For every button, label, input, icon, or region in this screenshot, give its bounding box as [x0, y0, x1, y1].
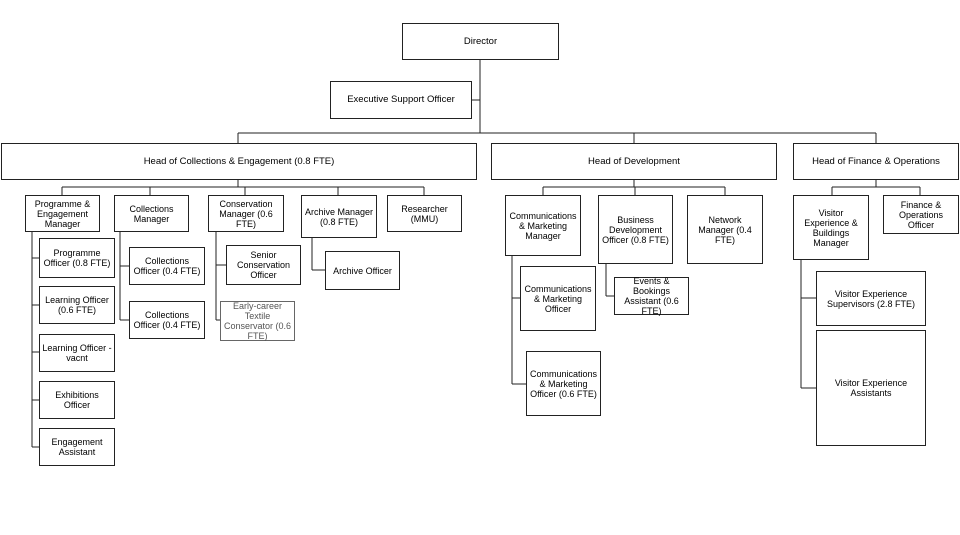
- senior-conservation-officer-label: Senior Conservation Officer: [236, 250, 291, 280]
- collections-officer-1-box: Collections Officer (0.4 FTE): [129, 247, 205, 285]
- senior-conservation-officer-box: Senior Conservation Officer: [226, 245, 301, 285]
- head-development-box: Head of Development: [491, 143, 777, 180]
- visitor-assistants-box: Visitor Experience Assistants: [816, 330, 926, 446]
- finance-officer-label: Finance & Operations Officer: [898, 199, 944, 230]
- comms-officer-part-label: Communications & Marketing Officer (0.6 …: [529, 368, 598, 399]
- learning-officer-vacant-box: Learning Officer - vacnt: [39, 334, 115, 372]
- head-finance-box: Head of Finance & Operations: [793, 143, 959, 180]
- head-finance-label: Head of Finance & Operations: [812, 155, 940, 167]
- comms-officer-label: Communications & Marketing Officer: [524, 283, 592, 314]
- visitor-supervisors-box: Visitor Experience Supervisors (2.8 FTE): [816, 271, 926, 326]
- network-manager-box: Network Manager (0.4 FTE): [687, 195, 763, 264]
- executive-support-box: Executive Support Officer: [330, 81, 472, 119]
- engagement-assistant-label: Engagement Assistant: [51, 437, 103, 457]
- learning-officer-label: Learning Officer (0.6 FTE): [45, 295, 109, 315]
- network-manager-label: Network Manager (0.4 FTE): [698, 214, 752, 245]
- comms-manager-label: Communications & Marketing Manager: [509, 210, 577, 241]
- learning-officer-vacant-label: Learning Officer - vacnt: [42, 343, 112, 363]
- executive-support-label: Executive Support Officer: [347, 94, 455, 105]
- researcher-box: Researcher (MMU): [387, 195, 462, 232]
- director-label: Director: [463, 35, 498, 47]
- programme-manager-box: Programme & Engagement Manager: [25, 195, 100, 232]
- conservation-manager-label: Conservation Manager (0.6 FTE): [219, 198, 273, 229]
- archive-manager-box: Archive Manager (0.8 FTE): [301, 195, 377, 238]
- early-career-conservator-label: Early-career Textile Conservator (0.6 FT…: [223, 301, 292, 341]
- collections-officer-2-label: Collections Officer (0.4 FTE): [133, 310, 201, 330]
- visitor-assistants-label: Visitor Experience Assistants: [834, 378, 908, 398]
- head-collections-label: Head of Collections & Engagement (0.8 FT…: [143, 155, 335, 167]
- programme-officer-box: Programme Officer (0.8 FTE): [39, 238, 115, 278]
- learning-officer-box: Learning Officer (0.6 FTE): [39, 286, 115, 324]
- exhibitions-officer-label: Exhibitions Officer: [55, 390, 99, 410]
- visitor-supervisors-label: Visitor Experience Supervisors (2.8 FTE): [826, 288, 916, 309]
- events-assistant-label: Events & Bookings Assistant (0.6 FTE): [624, 276, 679, 316]
- exhibitions-officer-box: Exhibitions Officer: [39, 381, 115, 419]
- engagement-assistant-box: Engagement Assistant: [39, 428, 115, 466]
- director-box: Director: [402, 23, 559, 60]
- head-collections-box: Head of Collections & Engagement (0.8 FT…: [1, 143, 477, 180]
- business-dev-officer-label: Business Development Officer (0.8 FTE): [602, 214, 669, 245]
- programme-officer-label: Programme Officer (0.8 FTE): [43, 248, 111, 268]
- visitor-manager-label: Visitor Experience & Buildings Manager: [804, 207, 858, 248]
- visitor-manager-box: Visitor Experience & Buildings Manager: [793, 195, 869, 260]
- collections-officer-2-box: Collections Officer (0.4 FTE): [129, 301, 205, 339]
- researcher-label: Researcher (MMU): [401, 203, 448, 224]
- collections-manager-label: Collections Manager: [129, 203, 174, 224]
- head-development-label: Head of Development: [588, 155, 680, 167]
- comms-officer-box: Communications & Marketing Officer: [520, 266, 596, 331]
- programme-manager-label: Programme & Engagement Manager: [34, 198, 91, 229]
- finance-officer-box: Finance & Operations Officer: [883, 195, 959, 234]
- conservation-manager-box: Conservation Manager (0.6 FTE): [208, 195, 284, 232]
- archive-officer-label: Archive Officer: [333, 265, 392, 276]
- comms-officer-part-box: Communications & Marketing Officer (0.6 …: [526, 351, 601, 416]
- business-dev-officer-box: Business Development Officer (0.8 FTE): [598, 195, 673, 264]
- collections-manager-box: Collections Manager: [114, 195, 189, 232]
- archive-officer-box: Archive Officer: [325, 251, 400, 290]
- archive-manager-label: Archive Manager (0.8 FTE): [304, 206, 374, 227]
- collections-officer-1-label: Collections Officer (0.4 FTE): [133, 256, 201, 276]
- comms-manager-box: Communications & Marketing Manager: [505, 195, 581, 256]
- events-assistant-box: Events & Bookings Assistant (0.6 FTE): [614, 276, 689, 316]
- early-career-conservator-box: Early-career Textile Conservator (0.6 FT…: [220, 301, 295, 341]
